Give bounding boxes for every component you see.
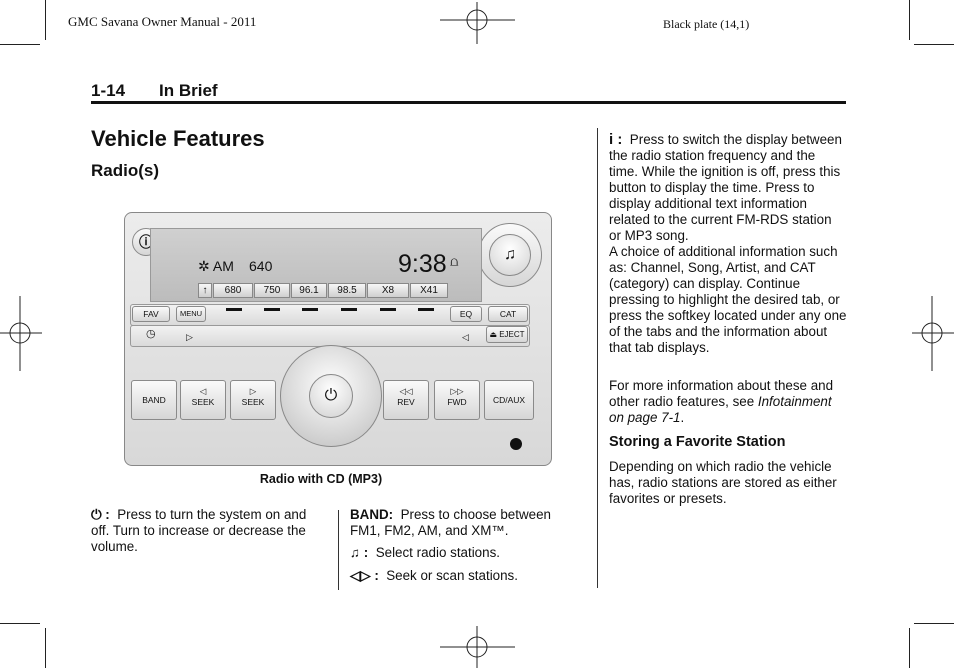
crop-mark [0,44,40,45]
preset-4: 98.5 [328,283,366,298]
display-frequency: 640 [249,258,273,274]
music-note-icon: ♫ [489,234,531,276]
music-knob: ♫ [478,223,542,287]
preset-2: 750 [254,283,290,298]
infotainment-link[interactable]: Infotainment on page 7-1 [609,394,832,425]
crop-mark [45,0,46,40]
softkey-5 [380,308,396,311]
cd-aux-button: CD/AUX [484,380,534,420]
music-note-icon: ♫ : [350,545,369,560]
seek-back-icon: ◁ [199,386,207,396]
crop-mark [914,44,954,45]
favorite-heading: Storing a Favorite Station [609,434,786,450]
clock-icon: ◷ [146,328,156,340]
seek-description: ◁▷ : Seek or scan stations. [350,568,518,583]
softkey-4 [341,308,357,311]
fav-button: FAV [132,306,170,322]
section-number: 1-14 [91,81,126,100]
cat-button: CAT [488,306,528,322]
preset-1: 680 [213,283,253,298]
crop-mark [0,623,40,624]
music-description: ♫ : Select radio stations. [350,545,500,560]
eq-button: EQ [450,306,482,322]
indicator-dot [510,438,522,450]
slot-right-icon: ◁ [462,332,469,342]
seek-forward-button: ▷SEEK [230,380,276,420]
preset-icon: ↑ [198,283,212,298]
preset-6: X41 [410,283,448,298]
power-icon: ⏻ : [91,507,110,522]
header-plate: Black plate (14,1) [663,17,750,31]
band-button: BAND [131,380,177,420]
rev-button: ◁◁REV [383,380,429,420]
fast-forward-icon: ▷▷ [450,386,464,396]
info-description: i : Press to switch the display between … [609,131,847,356]
band-description: BAND: Press to choose between FM1, FM2, … [350,507,551,538]
softkey-2 [264,308,280,311]
section-header: 1-14 In Brief [91,81,218,101]
registration-mark-top [440,2,515,44]
rewind-icon: ◁◁ [399,386,413,396]
antenna-icon: ⩍ [450,254,459,269]
power-icon: ⏻ [309,374,353,418]
volume-knob: ⏻ [280,345,382,447]
seek-icon: ◁▷ : [350,568,379,583]
preset-3: 96.1 [291,283,327,298]
preset-5: X8 [367,283,409,298]
eject-button: ⏏ EJECT [486,326,528,343]
registration-mark-left [0,296,42,371]
favorite-description: Depending on which radio the vehicle has… [609,459,837,506]
power-description: ⏻ : Press to turn the system on and off.… [91,507,307,554]
crop-mark [909,0,910,40]
slot-left-icon: ▷ [186,332,193,342]
info-icon: i : [609,131,623,148]
softkey-3 [302,308,318,311]
crop-mark [914,623,954,624]
fwd-button: ▷▷FWD [434,380,480,420]
display-clock: 9:38 [398,250,447,278]
menu-button: MENU [176,306,206,322]
crop-mark [45,628,46,668]
section-title: In Brief [159,81,218,100]
crop-mark [909,628,910,668]
figure-caption: Radio with CD (MP3) [259,472,383,486]
display-band: ✲ AM [198,258,234,274]
header-rule [91,101,846,104]
more-info: For more information about these and oth… [609,378,834,425]
column-divider-2 [597,128,598,588]
page-title: Vehicle Features [91,126,265,151]
softkey-6 [418,308,434,311]
header-manual-title: GMC Savana Owner Manual - 2011 [68,14,257,29]
seek-forward-icon: ▷ [249,386,257,396]
softkey-1 [226,308,242,311]
seek-back-button: ◁SEEK [180,380,226,420]
registration-mark-bottom [440,626,515,668]
column-divider-1 [338,510,339,590]
page-subtitle: Radio(s) [91,161,159,180]
registration-mark-right [912,296,954,371]
